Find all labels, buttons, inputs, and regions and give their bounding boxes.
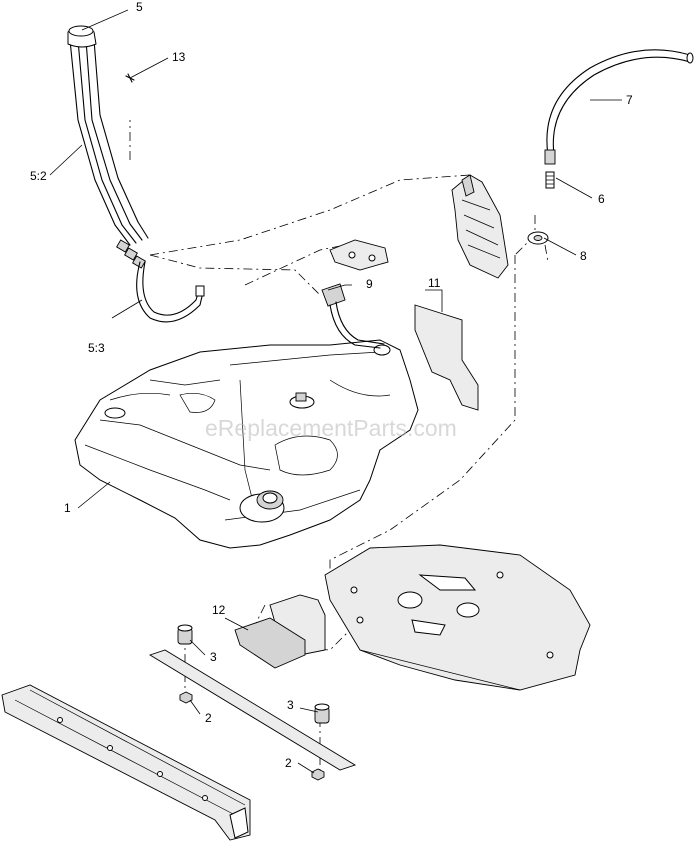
callout-5-2: 5:2 — [30, 169, 47, 183]
watermark: eReplacementParts.com — [205, 415, 457, 441]
callout-5: 5 — [136, 0, 143, 14]
filler-neck-tube — [67, 25, 149, 269]
grommet-8 — [527, 231, 549, 245]
callout-13: 13 — [172, 50, 186, 64]
callout-3b: 3 — [287, 698, 294, 712]
vent-hose — [136, 261, 205, 323]
callout-5-3: 5:3 — [88, 341, 105, 355]
callout-2b: 2 — [285, 756, 292, 770]
fuel-tank — [74, 301, 419, 549]
insulation-pad-11 — [414, 304, 479, 411]
tank-bracket — [451, 174, 509, 279]
callout-2a: 2 — [205, 711, 212, 725]
callout-1: 1 — [64, 501, 71, 515]
callout-12: 12 — [212, 603, 226, 617]
callout-6: 6 — [598, 192, 605, 206]
hose-7 — [544, 49, 694, 165]
callout-labels: 5 13 5:2 5:3 1 9 11 7 6 8 12 3 2 3 2 — [30, 0, 633, 770]
callout-8: 8 — [580, 249, 587, 263]
callout-11: 11 — [428, 276, 441, 290]
platform-plate — [324, 544, 591, 691]
leader-lines — [49, 9, 622, 774]
callout-7: 7 — [626, 93, 633, 107]
bumper-3b — [314, 703, 330, 724]
nut-2b — [311, 768, 325, 781]
fitting-6 — [545, 171, 555, 189]
callout-3a: 3 — [210, 650, 217, 664]
clamp-bracket-9 — [321, 239, 389, 307]
mounting-strap — [148, 649, 357, 771]
callout-9: 9 — [366, 277, 373, 291]
bumper-3a — [177, 624, 193, 645]
nut-2a — [179, 691, 193, 704]
heat-shield-12 — [234, 594, 326, 669]
frame-rail — [1, 684, 251, 841]
